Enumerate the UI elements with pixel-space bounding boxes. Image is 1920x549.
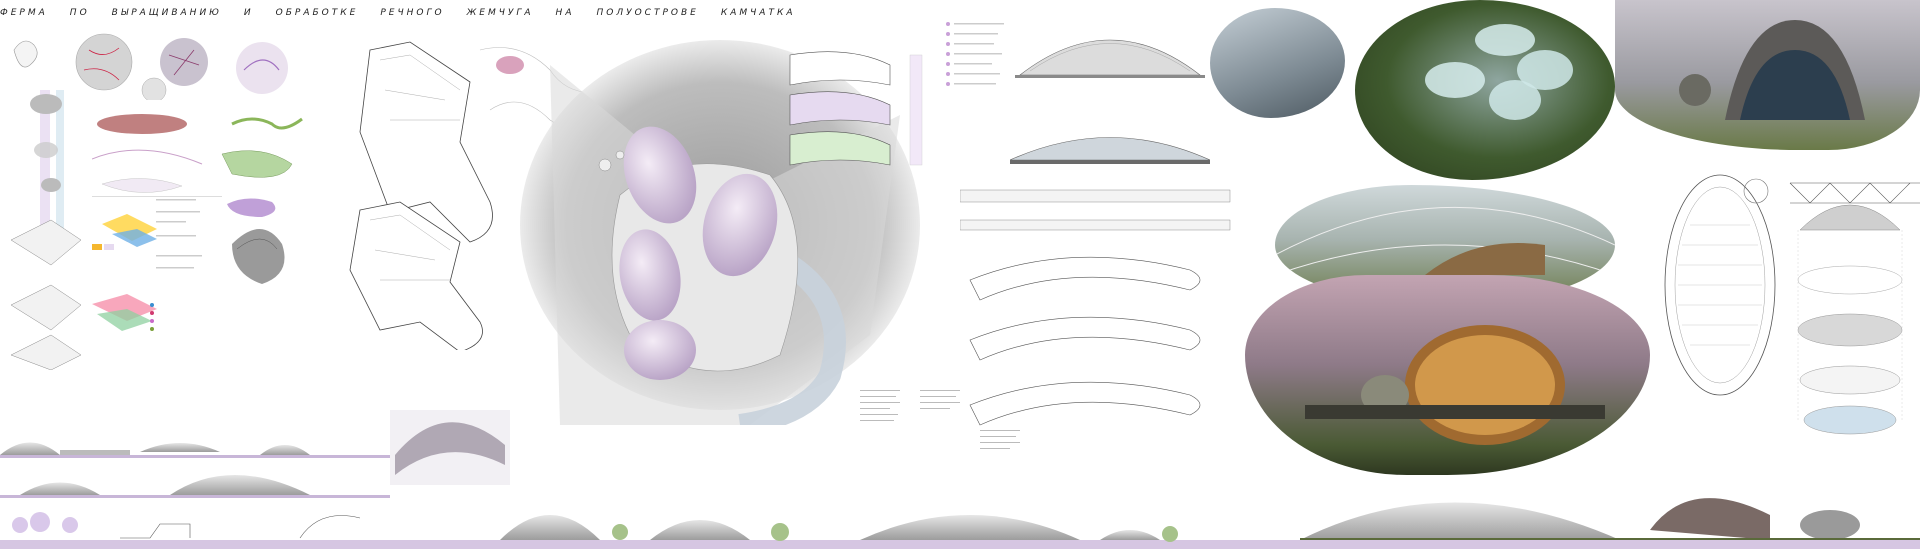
truss-detail	[1743, 178, 1920, 204]
location-maps	[13, 33, 288, 100]
aerial-render	[1355, 0, 1615, 180]
title-word: на	[555, 3, 575, 19]
title-word: камчатка	[720, 3, 796, 19]
entrance-render	[1615, 0, 1920, 150]
dome-elevations	[1010, 39, 1210, 164]
dome-plan	[1664, 174, 1776, 396]
legend-list-2	[946, 22, 1004, 86]
bottom-elevations	[0, 410, 1920, 549]
poster-title: ферма по выращиванию и обработке речного…	[0, 0, 1070, 22]
title-word: обработке	[275, 3, 359, 19]
title-word: ферма	[0, 3, 48, 19]
floor-plans	[349, 41, 493, 350]
building-plans-sections	[960, 189, 1231, 426]
title-word: выращиванию	[111, 3, 222, 19]
interior-render	[1210, 8, 1345, 118]
title-word: жемчуга	[466, 3, 534, 19]
dusk-render	[1245, 275, 1650, 475]
title-word: полуострове	[596, 3, 699, 19]
title-word: по	[69, 3, 90, 19]
legend-list	[150, 199, 202, 331]
functional-diagrams	[92, 114, 303, 331]
title-word: и	[243, 3, 254, 19]
exploded-axonometry	[1797, 204, 1903, 435]
title-word: речного	[380, 3, 445, 19]
volume-diagrams	[10, 90, 82, 370]
section-floors	[789, 51, 923, 166]
spec-tables	[860, 390, 1020, 449]
